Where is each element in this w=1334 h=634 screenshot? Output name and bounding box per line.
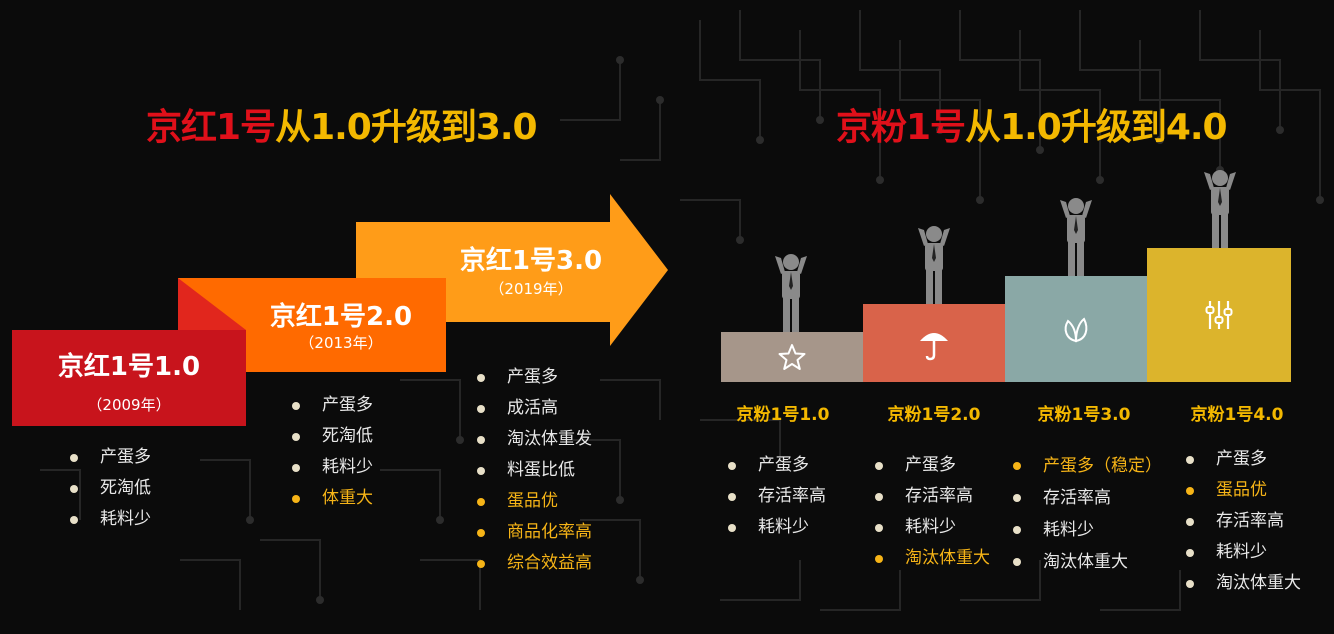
podium-4 xyxy=(1147,248,1291,382)
bullet-dot-icon xyxy=(728,492,736,501)
stage3-bullets: 产蛋多 成活高 淘汰体重发 料蛋比低 蛋品优 商品化率高 综合效益高 xyxy=(477,362,592,579)
fen2-bullets: 产蛋多 存活率高 耗料少 淘汰体重大 xyxy=(875,450,990,574)
fen1-label: 京粉1号1.0 xyxy=(736,405,830,425)
podium-3 xyxy=(1005,276,1147,382)
bullet-dot-icon xyxy=(70,453,78,462)
person-icon xyxy=(775,254,807,332)
list-item: 存活率高 xyxy=(1013,482,1162,514)
list-item: 产蛋多（稳定） xyxy=(1013,450,1162,482)
stage1-label: 京红1号1.0 xyxy=(57,352,201,382)
list-item: 淘汰体重大 xyxy=(875,543,990,574)
left-title-red: 京红1号 xyxy=(146,107,276,148)
list-item: 耗料少 xyxy=(1186,537,1301,568)
list-item: 耗料少 xyxy=(728,512,826,543)
step1-shape xyxy=(12,330,246,426)
fen2-label: 京粉1号2.0 xyxy=(887,405,981,425)
bullet-dot-icon xyxy=(1013,526,1021,534)
stage1-year: （2009年） xyxy=(87,396,171,414)
bullet-dot-icon xyxy=(1186,579,1194,588)
right-title: 京粉1号从1.0升级到4.0 xyxy=(836,98,1228,150)
bullet-dot-icon xyxy=(477,559,485,568)
fen4-bullets: 产蛋多 蛋品优 存活率高 耗料少 淘汰体重大 xyxy=(1186,444,1301,599)
list-item: 料蛋比低 xyxy=(477,455,592,486)
list-item: 综合效益高 xyxy=(477,548,592,579)
bullet-dot-icon xyxy=(477,373,485,382)
person-icon xyxy=(1204,170,1236,248)
person-icon xyxy=(1060,198,1092,276)
bullet-dot-icon xyxy=(1186,548,1194,557)
sliders-icon xyxy=(1205,301,1233,329)
stage1-bullets: 产蛋多 死淘低 耗料少 xyxy=(70,442,151,535)
right-title-red: 京粉1号 xyxy=(836,107,966,148)
list-item: 产蛋多 xyxy=(728,450,826,481)
bullet-dot-icon xyxy=(875,554,883,563)
fen4-label: 京粉1号4.0 xyxy=(1190,405,1284,425)
list-item: 产蛋多 xyxy=(1186,444,1301,475)
stage2-label: 京红1号2.0 xyxy=(269,302,413,332)
bullet-dot-icon xyxy=(1186,486,1194,495)
bullet-dot-icon xyxy=(1186,517,1194,526)
bullet-dot-icon xyxy=(875,523,883,532)
step2-fold xyxy=(178,278,246,330)
bullet-dot-icon xyxy=(292,494,300,503)
bullet-dot-icon xyxy=(477,466,485,475)
list-item: 商品化率高 xyxy=(477,517,592,548)
podium-1 xyxy=(721,332,863,382)
list-item: 存活率高 xyxy=(875,481,990,512)
bullet-dot-icon xyxy=(1013,494,1021,502)
bullet-dot-icon xyxy=(292,432,300,441)
list-item: 蛋品优 xyxy=(1186,475,1301,506)
bullet-dot-icon xyxy=(477,528,485,537)
list-item: 死淘低 xyxy=(70,473,151,504)
list-item: 存活率高 xyxy=(1186,506,1301,537)
bullet-dot-icon xyxy=(1013,462,1021,470)
bullet-dot-icon xyxy=(477,404,485,413)
bullet-dot-icon xyxy=(70,484,78,493)
list-item: 产蛋多 xyxy=(875,450,990,481)
list-item: 淘汰体重发 xyxy=(477,424,592,455)
list-item: 存活率高 xyxy=(728,481,826,512)
fen1-bullets: 产蛋多 存活率高 耗料少 xyxy=(728,450,826,543)
left-title: 京红1号从1.0升级到3.0 xyxy=(146,98,538,150)
bullet-dot-icon xyxy=(292,463,300,472)
fen3-bullets: 产蛋多（稳定） 存活率高 耗料少 淘汰体重大 xyxy=(1013,450,1162,578)
list-item: 耗料少 xyxy=(292,452,373,483)
stage2-bullets: 产蛋多 死淘低 耗料少 体重大 xyxy=(292,390,373,514)
leaf-icon xyxy=(1064,317,1088,343)
bullet-dot-icon xyxy=(70,515,78,524)
bullet-dot-icon xyxy=(1013,558,1021,566)
list-item: 产蛋多 xyxy=(477,362,592,393)
stage2-year: （2013年） xyxy=(299,334,383,352)
list-item: 耗料少 xyxy=(875,512,990,543)
umbrella-icon xyxy=(920,333,948,361)
list-item: 蛋品优 xyxy=(477,486,592,517)
bullet-dot-icon xyxy=(728,523,736,532)
bullet-dot-icon xyxy=(875,492,883,501)
bullet-dot-icon xyxy=(875,461,883,470)
list-item: 体重大 xyxy=(292,483,373,514)
list-item: 耗料少 xyxy=(1013,514,1162,546)
list-item: 淘汰体重大 xyxy=(1186,568,1301,599)
bullet-dot-icon xyxy=(477,497,485,506)
list-item: 产蛋多 xyxy=(70,442,151,473)
podium-2 xyxy=(863,304,1005,382)
bullet-dot-icon xyxy=(1186,455,1194,464)
person-icon xyxy=(918,226,950,304)
list-item: 成活高 xyxy=(477,393,592,424)
right-title-rest: 从1.0升级到4.0 xyxy=(965,107,1228,148)
bullet-dot-icon xyxy=(477,435,485,444)
stage3-year: （2019年） xyxy=(489,280,573,298)
list-item: 产蛋多 xyxy=(292,390,373,421)
fen3-label: 京粉1号3.0 xyxy=(1037,405,1131,425)
list-item: 死淘低 xyxy=(292,421,373,452)
stage3-label: 京红1号3.0 xyxy=(459,246,603,276)
bullet-dot-icon xyxy=(728,461,736,470)
list-item: 耗料少 xyxy=(70,504,151,535)
list-item: 淘汰体重大 xyxy=(1013,546,1162,578)
star-icon xyxy=(778,344,806,370)
left-title-rest: 从1.0升级到3.0 xyxy=(275,107,538,148)
bullet-dot-icon xyxy=(292,401,300,410)
